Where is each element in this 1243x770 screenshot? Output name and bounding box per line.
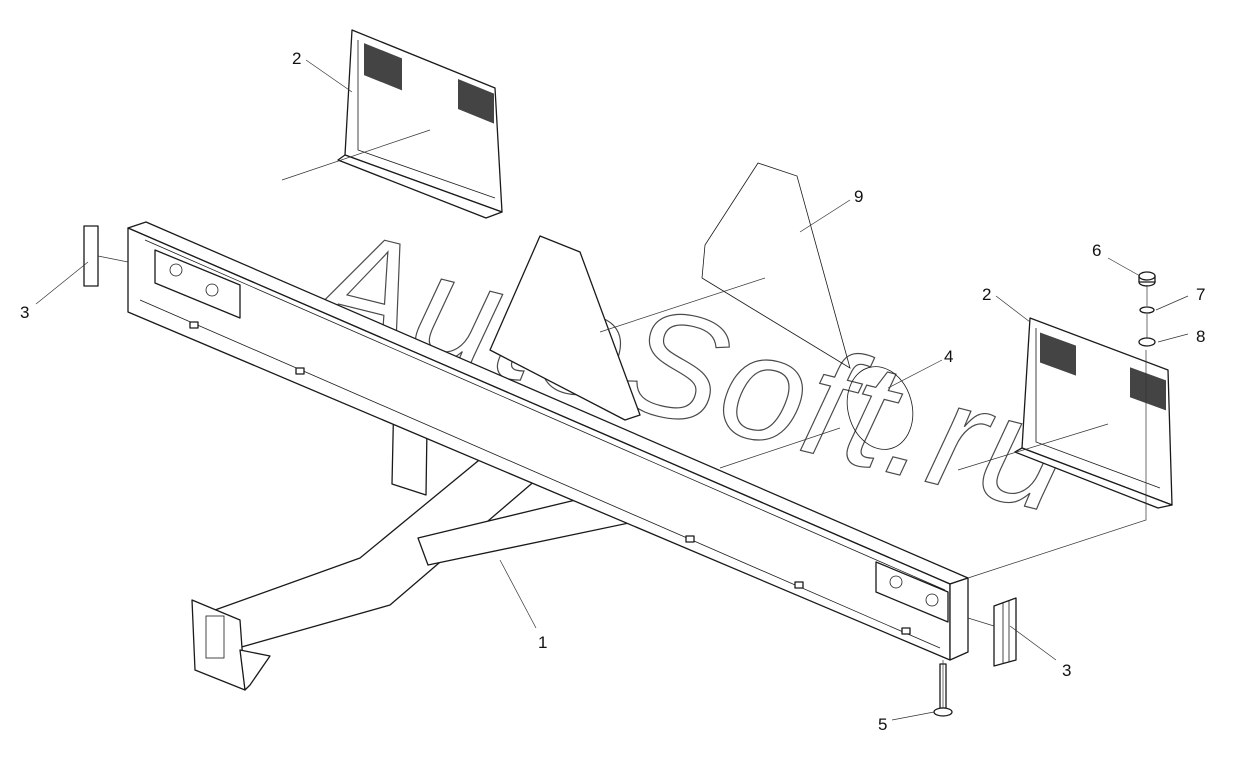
- nut: [1138, 271, 1156, 287]
- callout-7: 7: [1196, 285, 1205, 304]
- callout-labels: 1 2 2 3 3 4 5 6 7 8 9: [20, 49, 1205, 734]
- callout-2-upper: 2: [292, 49, 301, 68]
- leader-lines: [35, 59, 1189, 721]
- flat-washer: [1138, 337, 1156, 347]
- cover-panel-upper-left: [337, 29, 503, 219]
- callout-4: 4: [944, 347, 953, 366]
- lock-washer: [1139, 306, 1155, 314]
- round-plate: [846, 366, 914, 450]
- callout-8: 8: [1196, 327, 1205, 346]
- callout-5: 5: [878, 715, 887, 734]
- callout-1: 1: [538, 633, 547, 652]
- tow-frame: [127, 221, 969, 691]
- shim-plate-left: [83, 225, 99, 287]
- shim-plate-right: [993, 597, 1017, 667]
- callout-2-right: 2: [982, 285, 991, 304]
- gusset-plate: [701, 162, 851, 369]
- callout-3-right: 3: [1062, 661, 1071, 680]
- callout-6: 6: [1092, 241, 1101, 260]
- callout-3-left: 3: [20, 303, 29, 322]
- cover-panel-right: [1014, 317, 1173, 509]
- callout-9: 9: [854, 187, 863, 206]
